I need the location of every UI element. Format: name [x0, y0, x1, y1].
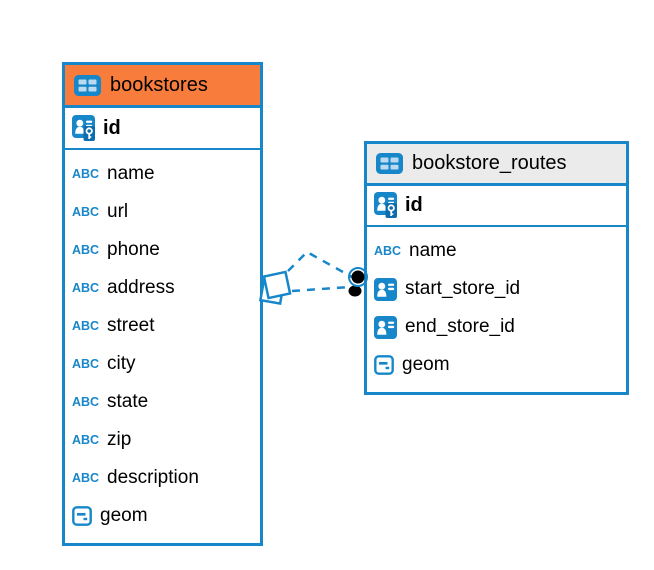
column-row-id[interactable]: id [65, 108, 260, 150]
column-name: address [107, 277, 175, 298]
column-name: name [107, 163, 155, 184]
text-type-icon: ABC [374, 244, 402, 258]
column-row-geom[interactable]: geom [65, 497, 260, 535]
column-row-geom[interactable]: geom [367, 346, 626, 384]
table-bookstore-routes[interactable]: bookstore_routes id ABC name start_store… [364, 141, 629, 395]
column-name: street [107, 315, 155, 336]
reference-type-icon [374, 315, 397, 339]
column-row-zip[interactable]: ABC zip [65, 421, 260, 459]
table-icon [74, 74, 101, 96]
column-row-url[interactable]: ABC url [65, 193, 260, 231]
column-row-street[interactable]: ABC street [65, 307, 260, 345]
text-type-icon: ABC [72, 395, 100, 409]
column-name: url [107, 201, 129, 222]
text-type-icon: ABC [72, 357, 100, 371]
table-title: bookstores [110, 73, 208, 96]
column-name: end_store_id [405, 316, 515, 337]
column-name: geom [402, 354, 450, 375]
column-name: zip [107, 429, 132, 450]
text-type-icon: ABC [72, 471, 100, 485]
column-name: description [107, 467, 199, 488]
column-name: id [103, 116, 121, 139]
column-name: name [409, 240, 457, 261]
column-row-name[interactable]: ABC name [367, 232, 626, 270]
text-type-icon: ABC [72, 319, 100, 333]
column-name: id [405, 194, 423, 216]
column-name: city [107, 353, 136, 374]
reference-type-icon [374, 277, 397, 301]
relationship-line-upper[interactable] [287, 250, 353, 279]
column-row-end-store-id[interactable]: end_store_id [367, 308, 626, 346]
column-name: state [107, 391, 149, 412]
column-name: phone [107, 239, 160, 260]
column-list: ABC name ABC url ABC phone ABC address A… [65, 150, 260, 535]
text-type-icon: ABC [72, 243, 100, 257]
column-name: start_store_id [405, 278, 521, 299]
table-bookstore-routes-header[interactable]: bookstore_routes [367, 144, 626, 186]
text-type-icon: ABC [72, 433, 100, 447]
geometry-type-icon [374, 355, 394, 375]
column-row-description[interactable]: ABC description [65, 459, 260, 497]
column-row-name[interactable]: ABC name [65, 155, 260, 193]
text-type-icon: ABC [72, 281, 100, 295]
column-row-start-store-id[interactable]: start_store_id [367, 270, 626, 308]
column-row-phone[interactable]: ABC phone [65, 231, 260, 269]
column-row-address[interactable]: ABC address [65, 269, 260, 307]
primary-key-icon [72, 115, 95, 142]
column-row-city[interactable]: ABC city [65, 345, 260, 383]
table-bookstores-header[interactable]: bookstores [65, 65, 260, 108]
column-list: ABC name start_store_id end_store_id geo… [367, 227, 626, 384]
column-name: geom [100, 505, 148, 526]
relationship-line-lower[interactable] [291, 285, 351, 293]
text-type-icon: ABC [72, 167, 100, 181]
text-type-icon: ABC [72, 205, 100, 219]
table-title: bookstore_routes [412, 152, 567, 174]
table-icon [376, 153, 403, 174]
geometry-type-icon [72, 506, 92, 526]
table-bookstores[interactable]: bookstores id ABC name ABC url ABC phone… [62, 62, 263, 546]
column-row-id[interactable]: id [367, 186, 626, 227]
stacked-squares-symbol[interactable] [258, 270, 292, 306]
primary-key-icon [374, 192, 397, 219]
column-row-state[interactable]: ABC state [65, 383, 260, 421]
